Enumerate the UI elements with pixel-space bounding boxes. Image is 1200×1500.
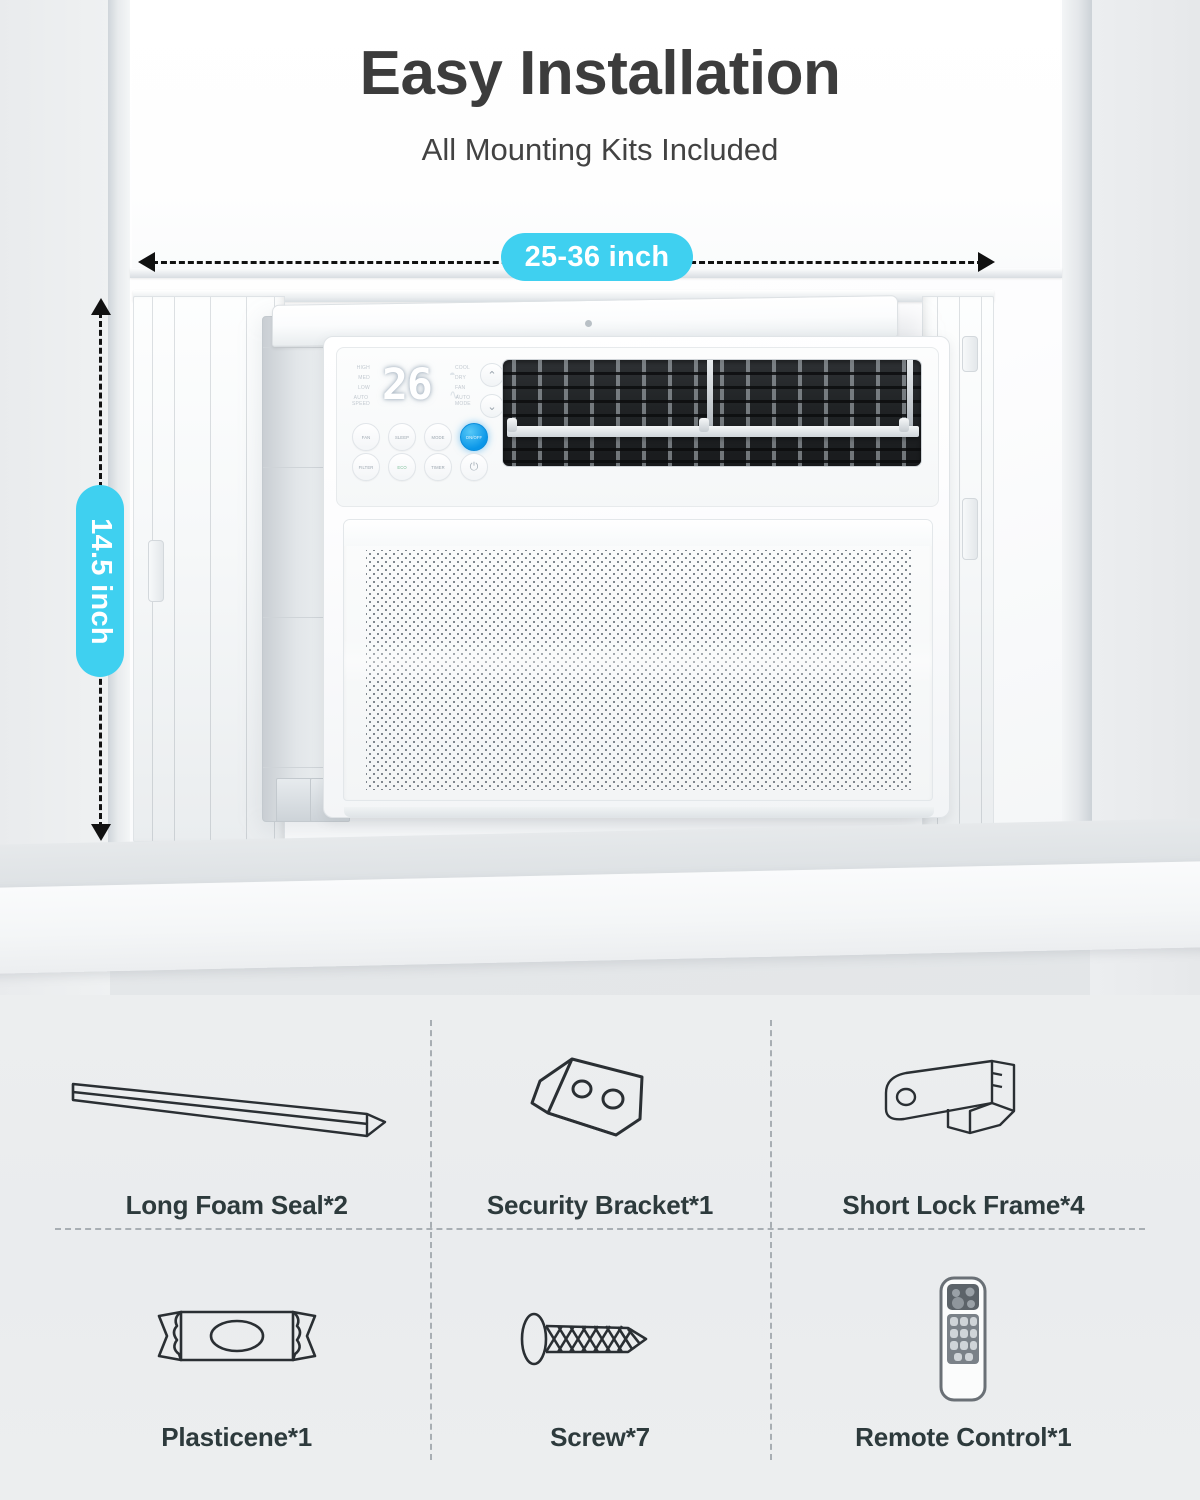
arrow-up-icon <box>91 298 111 315</box>
temp-down-button[interactable]: ⌄ <box>480 394 504 418</box>
arrow-down-icon <box>91 824 111 841</box>
remote-control-icon <box>913 1274 1013 1404</box>
accordion-clip-right <box>962 498 978 560</box>
ac-unit-base <box>344 807 934 817</box>
kit-item-screw: Screw*7 <box>418 1248 781 1481</box>
mode-indicators: COOL DRY FAN AUTO MODE <box>455 365 471 407</box>
kit-label: Security Bracket*1 <box>486 1189 714 1220</box>
window-glass <box>132 0 1060 271</box>
timer-button[interactable]: TIMER <box>424 453 452 481</box>
kit-label: Long Foam Seal*2 <box>125 1189 348 1220</box>
temperature-stepper[interactable]: ⌃ ⌄ <box>480 363 504 418</box>
mode-button[interactable]: MODE <box>424 423 452 451</box>
standby-button[interactable]: ⏻ <box>460 453 488 481</box>
kit-item-short-lock-frame: Short Lock Frame*4 <box>782 1015 1145 1248</box>
ac-air-louver-vent <box>502 359 922 467</box>
temperature-display: 26 <box>382 360 433 410</box>
indicator-cool: COOL <box>455 365 470 371</box>
arrow-left-icon <box>138 252 155 272</box>
kit-label: Remote Control*1 <box>855 1422 1072 1453</box>
fan-button[interactable]: FAN <box>352 423 380 451</box>
wifi-icon: ◓ <box>449 369 456 381</box>
indicator-fan: FAN <box>455 385 466 391</box>
temp-up-button[interactable]: ⌃ <box>480 363 504 387</box>
fan-speed-indicators: HIGH MED LOW AUTO SPEED <box>352 365 370 407</box>
indicator-low: LOW <box>357 385 370 391</box>
height-badge: 14.5 inch <box>76 485 124 677</box>
kit-divider-vertical-2 <box>770 1020 772 1460</box>
control-button-grid[interactable]: FAN SLEEP MODE ON/OFF FILTER ECO TIMER ⏻ <box>352 423 494 481</box>
width-badge-label: 25-36 inch <box>524 240 670 273</box>
kit-label: Plasticene*1 <box>161 1422 313 1453</box>
ac-front-grille <box>343 519 933 801</box>
page-subtitle: All Mounting Kits Included <box>421 132 779 167</box>
foam-seal-icon <box>67 1042 407 1172</box>
kit-label: Short Lock Frame*4 <box>842 1189 1085 1220</box>
accordion-clip-left <box>148 540 164 602</box>
plasticene-icon <box>147 1274 327 1404</box>
window-jamb-left <box>108 0 130 858</box>
indicator-high: HIGH <box>356 365 370 371</box>
ac-unit-body: HIGH MED LOW AUTO SPEED 26 ◓ ∿ COOL DRY … <box>323 336 950 818</box>
width-badge: 25-36 inch <box>501 233 693 281</box>
kit-item-remote-control: Remote Control*1 <box>782 1248 1145 1481</box>
ac-unit-led-icon <box>585 320 592 327</box>
window-jamb-right <box>1062 0 1092 858</box>
kit-item-security-bracket: Security Bracket*1 <box>418 1015 781 1248</box>
short-lock-frame-icon <box>878 1042 1048 1172</box>
security-bracket-icon <box>520 1042 680 1172</box>
humidity-icon: ∿ <box>449 387 460 402</box>
indicator-dry: DRY <box>455 375 467 381</box>
kit-divider-horizontal <box>55 1228 1145 1230</box>
sleep-button[interactable]: SLEEP <box>388 423 416 451</box>
indicator-auto-mode: AUTO MODE <box>455 395 471 407</box>
arrow-right-icon <box>978 252 995 272</box>
ac-grille-mesh <box>366 550 912 790</box>
filter-button[interactable]: FILTER <box>352 453 380 481</box>
kit-item-plasticene: Plasticene*1 <box>55 1248 418 1481</box>
kit-item-long-foam-seal: Long Foam Seal*2 <box>55 1015 418 1248</box>
kit-divider-vertical-1 <box>430 1020 432 1460</box>
mounting-kits-section: Long Foam Seal*2 Security Bracket*1 <box>0 995 1200 1500</box>
eco-button[interactable]: ECO <box>388 453 416 481</box>
power-button[interactable]: ON/OFF <box>460 423 488 451</box>
indicator-auto-speed: AUTO SPEED <box>352 395 370 407</box>
page-title: Easy Installation <box>359 39 841 108</box>
ac-control-panel[interactable]: HIGH MED LOW AUTO SPEED 26 ◓ ∿ COOL DRY … <box>352 360 504 491</box>
installation-scene: Easy Installation All Mounting Kits Incl… <box>0 0 1200 995</box>
kit-label: Screw*7 <box>550 1422 650 1453</box>
indicator-med: MED <box>358 375 370 381</box>
mounting-kits-grid: Long Foam Seal*2 Security Bracket*1 <box>55 1015 1145 1480</box>
accordion-clip-right-top <box>962 336 978 372</box>
screw-icon <box>510 1274 690 1404</box>
height-badge-label: 14.5 inch <box>84 517 117 645</box>
